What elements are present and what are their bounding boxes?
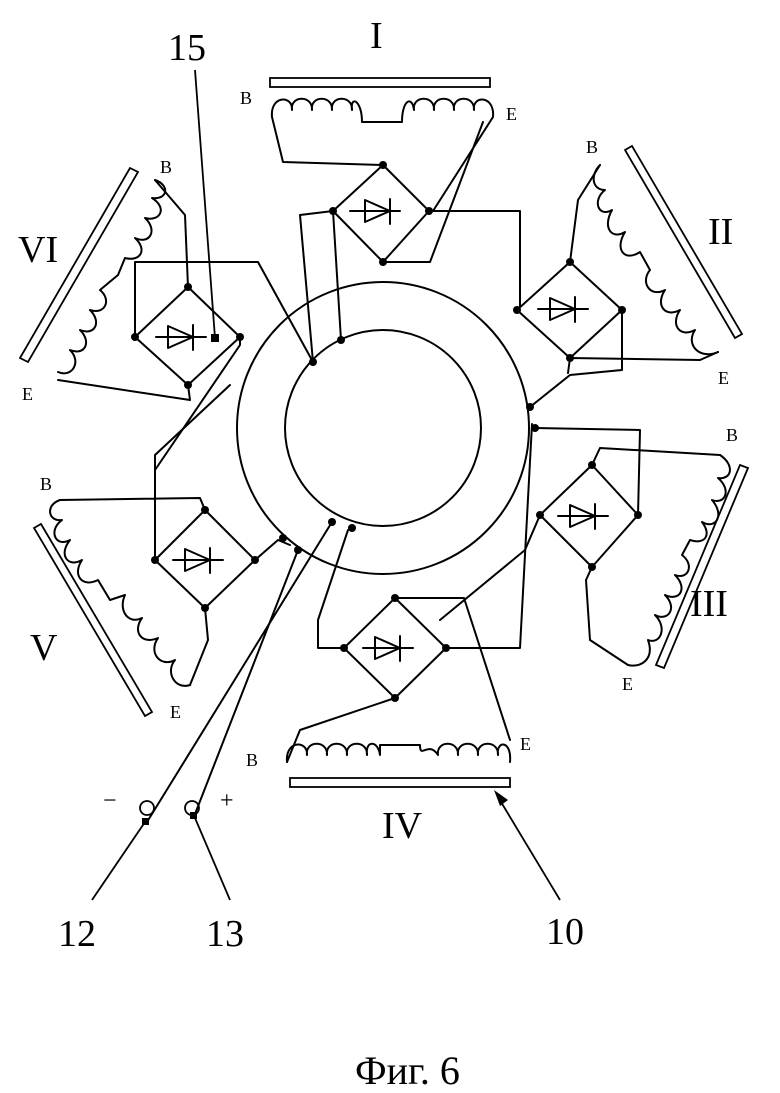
begin-label-VI: B (160, 157, 172, 177)
begin-label-I: B (240, 88, 252, 108)
coil-VI (57, 179, 167, 375)
ref-15: 15 (168, 27, 206, 69)
reference-numbers: 15 12 13 10 (58, 27, 584, 955)
terminal-minus-label: − (103, 788, 117, 814)
ref-13: 13 (206, 913, 244, 955)
output-leads: − + (103, 518, 356, 825)
end-label-I: E (506, 104, 517, 124)
coil-V (49, 499, 191, 687)
module-VI: VI B E (18, 157, 345, 561)
coil-II (592, 164, 719, 356)
bridge-IV (286, 423, 533, 763)
roman-label-I: I (370, 15, 383, 57)
module-IV: IV B E (246, 423, 533, 847)
roman-label-II: II (708, 211, 733, 253)
end-label-II: E (718, 368, 729, 388)
module-V: V B E (30, 384, 291, 722)
central-ring (236, 281, 530, 575)
roman-label-III: III (690, 583, 728, 625)
module-I: I B E (240, 15, 521, 363)
terminal-plus-label: + (220, 788, 234, 814)
bridge-V (59, 384, 291, 686)
bridge-III (439, 427, 721, 666)
roman-label-VI: VI (18, 229, 58, 271)
coil-I (270, 97, 495, 123)
figure-caption: Фиг. 6 (355, 1048, 460, 1093)
end-label-VI: E (22, 384, 33, 404)
coil-III (627, 454, 731, 667)
begin-label-III: B (726, 425, 738, 445)
end-label-III: E (622, 674, 633, 694)
roman-label-V: V (30, 627, 58, 669)
bridge-I (271, 116, 521, 363)
coil-IV (285, 742, 512, 763)
magnet-bar-IV (289, 777, 511, 788)
magnet-bar-VI (18, 166, 140, 364)
ref-10: 10 (546, 911, 584, 953)
magnet-bar-V (32, 522, 154, 718)
ref-12: 12 (58, 913, 96, 955)
module-III: III B E (439, 424, 750, 694)
bridge-VI (57, 179, 314, 561)
end-label-IV: E (520, 734, 531, 754)
end-label-V: E (170, 702, 181, 722)
begin-label-IV: B (246, 750, 258, 770)
module-II: II B E (513, 137, 744, 411)
magnet-bar-I (269, 77, 491, 88)
magnet-bar-III (654, 463, 750, 670)
terminal-minus (139, 800, 155, 816)
magnet-bar-II (623, 144, 744, 340)
begin-label-II: B (586, 137, 598, 157)
begin-label-V: B (40, 474, 52, 494)
bridge-II (516, 164, 719, 408)
roman-label-IV: IV (382, 805, 423, 847)
